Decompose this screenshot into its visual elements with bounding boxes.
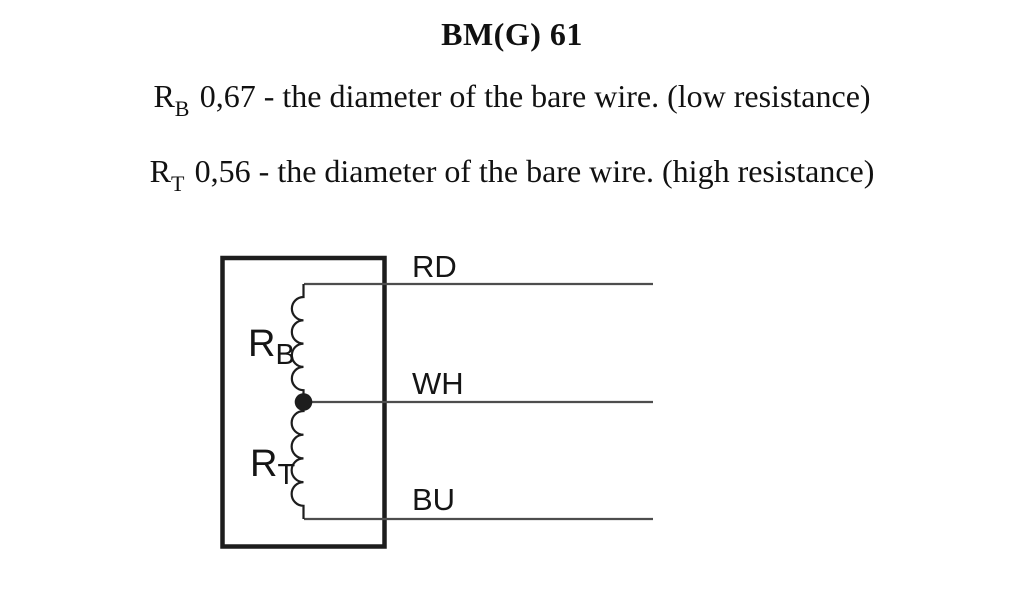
label-rb-subscript: B — [275, 339, 294, 371]
junction-dot — [294, 393, 313, 411]
rt-description-text: 0,56 - the diameter of the bare wire. (h… — [194, 153, 875, 189]
label-wire-rd: RD — [412, 249, 457, 284]
label-rt: RT — [250, 443, 295, 491]
description-line-rt: RT 0,56 - the diameter of the bare wire. … — [0, 153, 1024, 197]
rt-symbol: R — [149, 153, 171, 189]
rt-subscript: T — [170, 171, 185, 196]
rb-symbol: R — [153, 78, 175, 114]
resistor-coil-rb — [290, 284, 305, 402]
label-rb: RB — [248, 323, 295, 371]
label-rt-symbol: R — [250, 443, 277, 485]
label-rt-subscript: T — [277, 459, 295, 491]
resistor-coil-rt — [290, 402, 305, 519]
rb-description-text: 0,67 - the diameter of the bare wire. (l… — [199, 78, 871, 114]
label-wire-bu: BU — [412, 482, 455, 517]
rb-subscript: B — [174, 96, 190, 121]
label-rb-symbol: R — [248, 323, 275, 365]
page-title: BM(G) 61 — [441, 16, 583, 52]
label-wire-wh: WH — [412, 366, 464, 401]
description-line-rb: RB 0,67 - the diameter of the bare wire. … — [0, 78, 1024, 122]
